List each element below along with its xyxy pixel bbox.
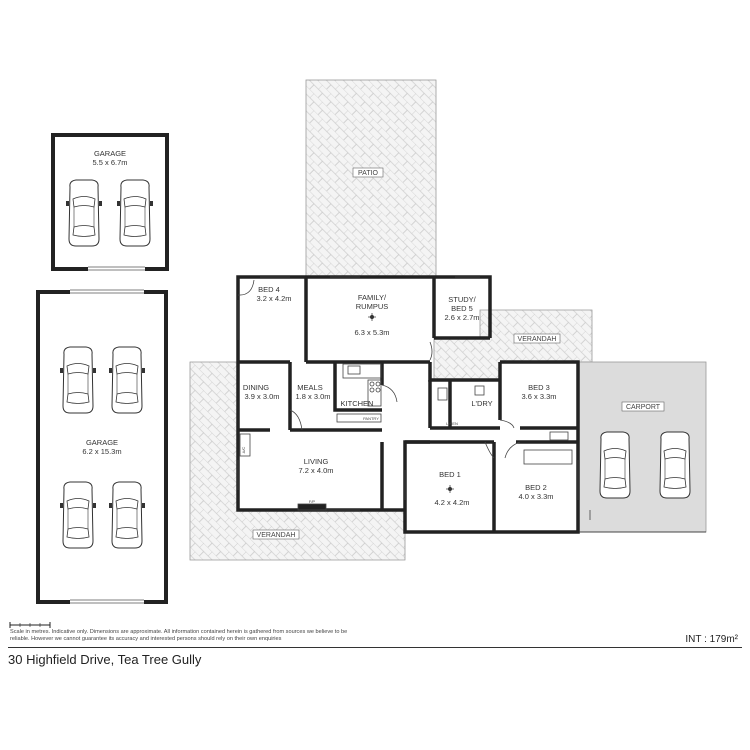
dining-dims: 3.9 x 3.0m (244, 392, 279, 401)
carport-label: CARPORT (626, 404, 661, 411)
garage-top-label: GARAGE (94, 149, 126, 158)
verandah-bottom-label: VERANDAH (257, 532, 296, 539)
carport: CARPORT (577, 361, 707, 533)
linen-label: LINEN (446, 421, 458, 426)
internal-area: INT : 179m² (685, 634, 738, 645)
kitchen-label: KITCHEN (341, 399, 374, 408)
garage-top: GARAGE 5.5 x 6.7m (51, 133, 169, 272)
ac-label: A/C (241, 447, 246, 454)
patio: PATIO (305, 79, 437, 277)
garage-big-label: GARAGE (86, 438, 118, 447)
bed3-dims: 3.6 x 3.3m (521, 392, 556, 401)
living-dims: 7.2 x 4.0m (298, 466, 333, 475)
bed2-dims: 4.0 x 3.3m (518, 492, 553, 501)
car-icon (59, 481, 97, 549)
scale-bar (9, 622, 51, 628)
garage-big: GARAGE 6.2 x 15.3m (36, 289, 168, 605)
family-label-line1: FAMILY/ (358, 293, 387, 302)
bed3-label: BED 3 (528, 383, 550, 392)
car-icon (65, 179, 103, 247)
bed4-dims: 3.2 x 4.2m (256, 294, 291, 303)
bed2-label: BED 2 (525, 483, 547, 492)
bed1-label: BED 1 (439, 470, 461, 479)
living-label: LIVING (304, 457, 329, 466)
car-icon (59, 346, 97, 414)
laundry-label: L'DRY (471, 399, 492, 408)
fireplace-label: F/P (309, 499, 316, 504)
study-label-line2: BED 5 (451, 304, 473, 313)
family-label-line2: RUMPUS (356, 302, 389, 311)
interior-details (237, 276, 591, 520)
patio-label: PATIO (358, 170, 379, 177)
meals-label: MEALS (297, 383, 322, 392)
bed4-label: BED 4 (258, 285, 280, 294)
ceiling-fan-icon (370, 315, 374, 319)
garage-big-dims: 6.2 x 15.3m (82, 447, 121, 456)
garage-top-dims: 5.5 x 6.7m (92, 158, 127, 167)
meals-dims: 1.8 x 3.0m (295, 392, 330, 401)
car-icon (116, 179, 154, 247)
ceiling-fan-icon (448, 487, 452, 491)
car-icon (659, 431, 691, 499)
dining-label: DINING (243, 383, 269, 392)
study-label-line1: STUDY/ (448, 295, 476, 304)
study-dims: 2.6 x 2.7m (444, 313, 479, 322)
bed1-dims: 4.2 x 4.2m (434, 498, 469, 507)
footer-divider (8, 647, 742, 648)
car-icon (599, 431, 631, 499)
family-dims: 6.3 x 5.3m (354, 328, 389, 337)
car-icon (108, 346, 146, 414)
pantry-label: PANTRY (363, 416, 379, 421)
property-address: 30 Highfield Drive, Tea Tree Gully (8, 652, 202, 667)
disclaimer-text: Scale in metres. Indicative only. Dimens… (10, 629, 348, 642)
car-icon (108, 481, 146, 549)
verandah-right-label: VERANDAH (518, 336, 557, 343)
